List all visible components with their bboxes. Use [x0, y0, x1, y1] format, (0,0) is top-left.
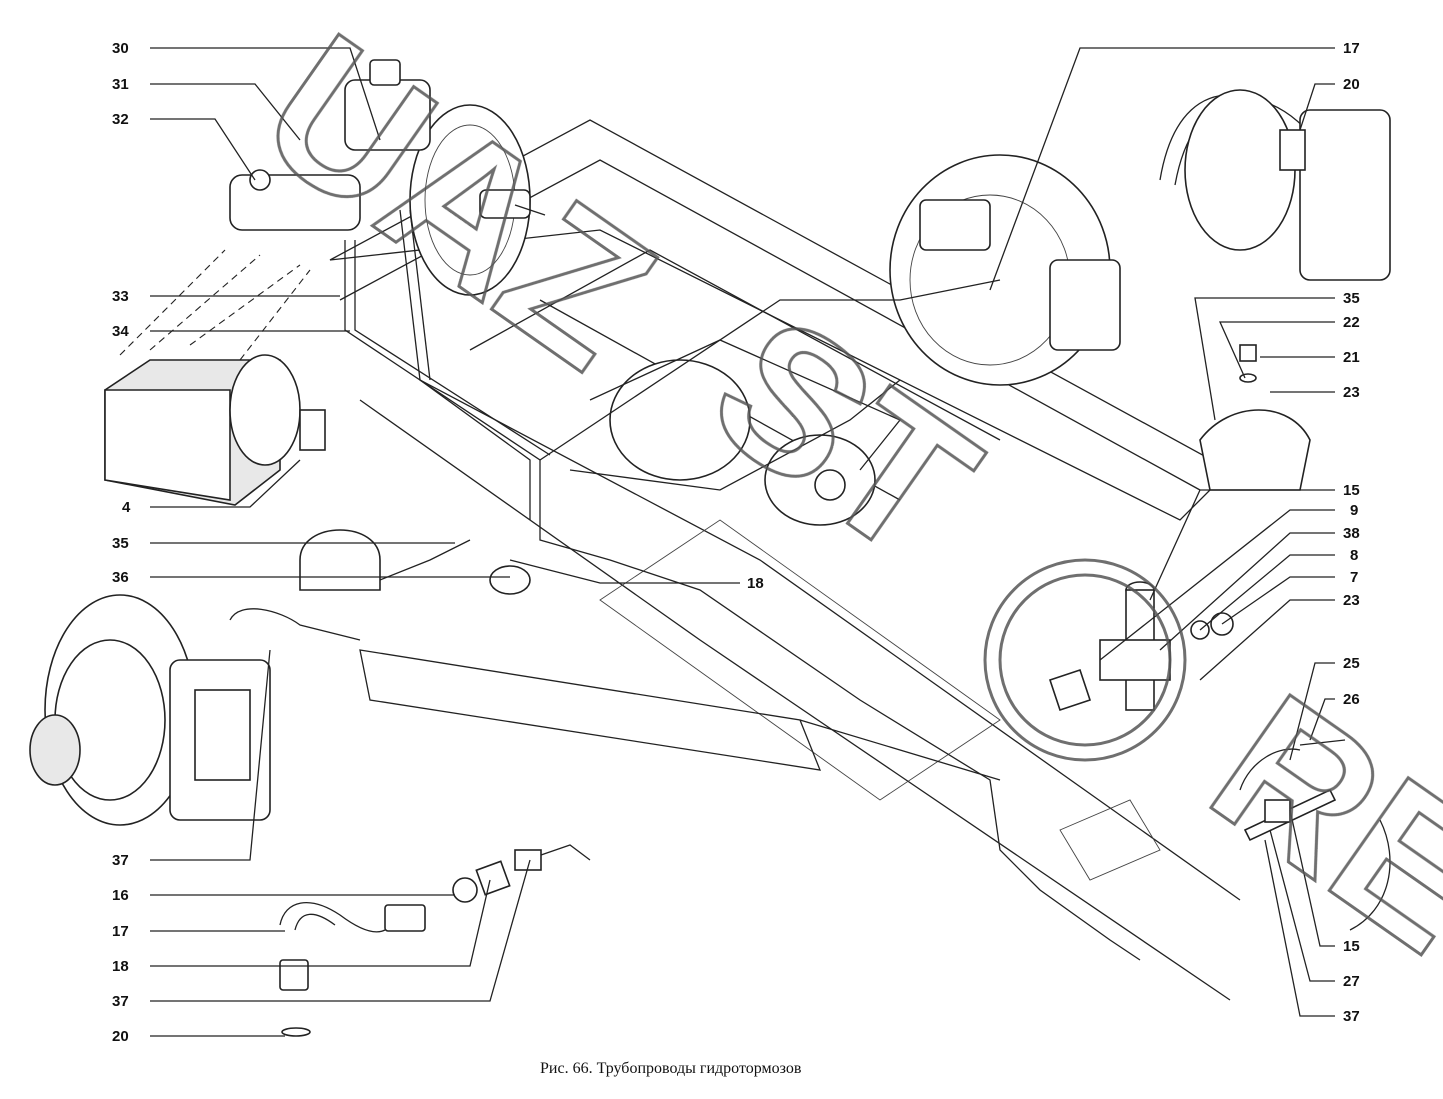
callout-label: 35 [1343, 290, 1360, 307]
brake-tubes [229, 209, 1141, 961]
inset-caliper-hose [1159, 89, 1391, 281]
callout-label: 38 [1343, 525, 1360, 542]
callout-label: 21 [1343, 349, 1360, 366]
callout-label: 37 [112, 993, 129, 1010]
callout-label: 18 [112, 958, 129, 975]
callout-label: 17 [1343, 40, 1360, 57]
callout-label: 30 [112, 40, 129, 57]
callout-label: 8 [1350, 547, 1358, 564]
callout-label: 7 [1350, 569, 1358, 586]
callout-label: 9 [1350, 502, 1358, 519]
callout-label: 27 [1343, 973, 1360, 990]
callout-label: 31 [112, 76, 129, 93]
callout-label: 36 [112, 569, 129, 586]
callouts-right: 17 20 35 22 21 23 15 9 38 8 7 23 25 26 1… [1343, 40, 1360, 1025]
inset-bracket [1199, 344, 1311, 491]
callout-label: 18 [747, 575, 764, 592]
callout-label: 35 [112, 535, 129, 552]
inset-hose-bracket [1048, 581, 1234, 712]
callout-label: 34 [112, 323, 129, 340]
inset-clip [1239, 739, 1391, 931]
rear-brake-assembly [889, 154, 1121, 386]
brake-booster [409, 104, 546, 296]
callout-label: 32 [112, 111, 129, 128]
svg-text:UAZ: UAZ [225, 0, 690, 411]
callout-label: 16 [112, 887, 129, 904]
leader-lines [150, 47, 1335, 1037]
callout-label: 17 [112, 923, 129, 940]
abs-modulator [104, 354, 326, 506]
front-disc-brake [29, 594, 271, 826]
inset-front-hose [279, 844, 591, 1037]
callout-label: 25 [1343, 655, 1360, 672]
callout-label: 15 [1343, 938, 1360, 955]
callout-label: 23 [1343, 384, 1360, 401]
callout-label: 26 [1343, 691, 1360, 708]
callout-label: 15 [1343, 482, 1360, 499]
callouts-left: 30 31 32 33 34 4 35 36 37 16 17 18 37 20 [112, 40, 131, 1045]
front-axle [299, 529, 1001, 781]
callout-label: 20 [112, 1028, 129, 1045]
callout-label: 33 [112, 288, 129, 305]
callout-label: 37 [112, 852, 129, 869]
figure-caption: Рис. 66. Трубопроводы гидротормозов [540, 1060, 802, 1077]
callout-label: 22 [1343, 314, 1360, 331]
callout-label: 20 [1343, 76, 1360, 93]
callout-label: 4 [122, 499, 131, 516]
callout-label: 37 [1343, 1008, 1360, 1025]
svg-text:RE: RE [1175, 653, 1443, 995]
callout-label: 23 [1343, 592, 1360, 609]
